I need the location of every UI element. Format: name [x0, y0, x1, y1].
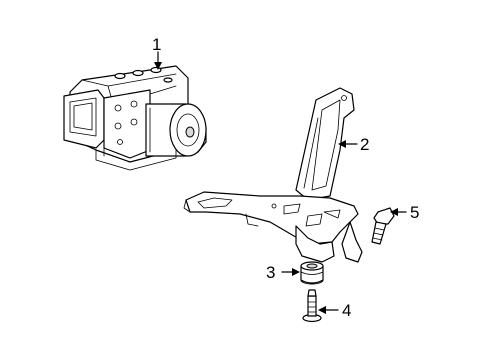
callout-4: 4	[342, 301, 351, 320]
rubber-grommet	[300, 261, 324, 285]
stud-bolt	[302, 289, 322, 323]
abs-modulator-assembly	[63, 65, 207, 171]
callout-leaders	[154, 51, 407, 314]
callout-1: 1	[152, 35, 161, 54]
hex-bolt	[371, 207, 395, 245]
callout-2: 2	[360, 135, 369, 154]
mounting-bracket	[183, 87, 363, 263]
callout-3: 3	[266, 263, 275, 282]
callout-5: 5	[410, 203, 419, 222]
